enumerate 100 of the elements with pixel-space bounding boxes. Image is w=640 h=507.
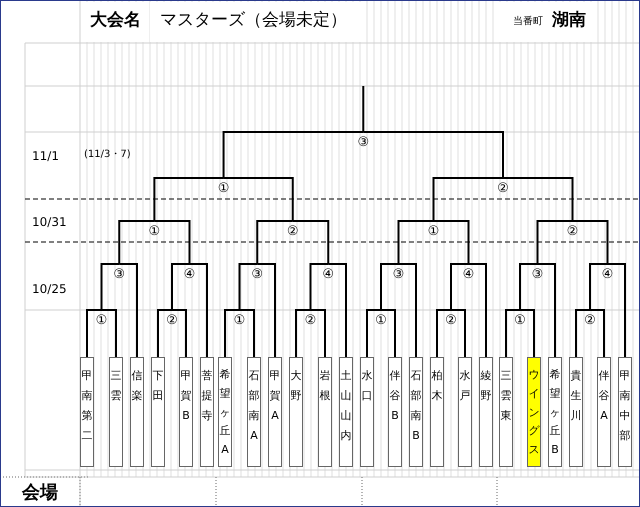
bracket-line: [328, 263, 347, 357]
bracket-line: [380, 263, 398, 310]
bracket-line: [256, 220, 293, 264]
match-number: ①: [218, 182, 230, 195]
bracket-line: [575, 309, 590, 357]
match-number: ②: [445, 314, 457, 327]
team-box: 岩根: [318, 357, 332, 467]
bracket-line: [589, 263, 608, 310]
match-number: ③: [392, 268, 404, 281]
field-label: 大会名: [90, 12, 141, 29]
bracket-line: [468, 263, 487, 357]
bracket-line: [505, 309, 520, 357]
venue-label: 会場: [22, 484, 58, 502]
bracket-line: [608, 263, 626, 357]
match-number: ④: [462, 268, 474, 281]
bracket-line: [432, 177, 503, 221]
bracket-line: [310, 263, 328, 310]
team-box: 柏木: [430, 357, 444, 467]
team-box: 石部南A: [247, 357, 261, 467]
team-box: 水口: [360, 357, 374, 467]
bracket-line: [398, 220, 434, 264]
bracket-line: [86, 309, 102, 357]
bracket-line: [100, 263, 120, 310]
team-box: 甲賀A: [268, 357, 282, 467]
match-number: ②: [497, 182, 509, 195]
team-box: 甲賀B: [179, 357, 193, 467]
bracket-line: [519, 263, 538, 310]
bracket-line: [381, 309, 396, 357]
bracket-line: [154, 220, 190, 264]
date-label: 11/1: [32, 150, 59, 162]
tournament-title: マスターズ（会場未定）: [160, 12, 347, 29]
bracket-line: [536, 220, 572, 264]
bracket-line: [224, 177, 294, 221]
bracket-line: [295, 309, 310, 357]
team-box: 三雲: [109, 357, 123, 467]
team-box: 水戸: [458, 357, 472, 467]
match-number: ③: [357, 136, 370, 149]
bracket-line: [436, 309, 451, 357]
match-number: ①: [234, 314, 246, 327]
bracket-line: [366, 309, 381, 357]
bracket-line: [538, 263, 556, 357]
match-number: ①: [148, 225, 160, 238]
match-number: ①: [96, 314, 108, 327]
team-box: 希望ヶ丘B: [548, 357, 562, 467]
match-number: ②: [566, 225, 578, 238]
date-label: 10/25: [32, 283, 67, 295]
match-number: ①: [514, 314, 526, 327]
team-box: 土山山内: [339, 357, 353, 467]
bracket-line: [450, 263, 468, 310]
match-number: ③: [251, 268, 264, 281]
bracket-line: [590, 309, 605, 357]
bracket-line: [118, 220, 154, 264]
bracket-line: [119, 263, 138, 357]
bracket-line: [434, 220, 470, 264]
match-number: ④: [184, 268, 196, 281]
bracket-line: [224, 309, 240, 357]
team-box: 信楽: [130, 357, 144, 467]
bracket-line: [171, 263, 190, 310]
match-number: ②: [286, 225, 299, 238]
bracket-line: [153, 177, 224, 221]
team-box: 菩提寺: [200, 357, 214, 467]
bracket-line: [451, 309, 466, 357]
bracket-line: [190, 263, 208, 357]
bracket-line: [398, 263, 417, 357]
match-number: ②: [166, 314, 178, 327]
team-box: 石部南B: [409, 357, 423, 467]
bracket-line: [292, 220, 330, 264]
match-number: ④: [322, 268, 334, 281]
bracket-line: [222, 131, 364, 178]
match-number: ④: [602, 268, 614, 281]
team-box: 希望ヶ丘A: [218, 357, 232, 467]
bracket-line: [102, 309, 117, 357]
bracket-line: [240, 309, 255, 357]
team-box: 綾野: [479, 357, 493, 467]
date-label: 10/31: [32, 216, 67, 228]
bracket-line: [310, 309, 326, 357]
field-label: 当番町: [513, 17, 543, 27]
team-box: 大野: [289, 357, 303, 467]
match-number: ③: [532, 268, 544, 281]
team-box: 甲南第二: [80, 357, 94, 467]
bracket-line: [520, 309, 535, 357]
bracket-line: [172, 309, 187, 357]
match-number: ①: [375, 314, 387, 327]
team-box: 伴谷A: [597, 357, 611, 467]
match-number: ②: [304, 314, 316, 327]
bracket-line: [572, 220, 608, 264]
bracket-line: [503, 177, 574, 221]
match-number: ③: [113, 268, 126, 281]
bracket-line: [363, 131, 504, 178]
host-name: 湖南: [552, 12, 586, 29]
match-number: ①: [428, 225, 440, 238]
team-box: 伴谷B: [388, 357, 402, 467]
match-number: ②: [584, 314, 596, 327]
bracket-line: [257, 263, 276, 357]
bracket-line: [157, 309, 172, 357]
team-box: 三雲東: [499, 357, 513, 467]
team-box: 貴生川: [569, 357, 583, 467]
team-box: 甲南中部: [618, 357, 632, 467]
team-box: 下田: [151, 357, 165, 467]
bracket-line: [238, 263, 258, 310]
